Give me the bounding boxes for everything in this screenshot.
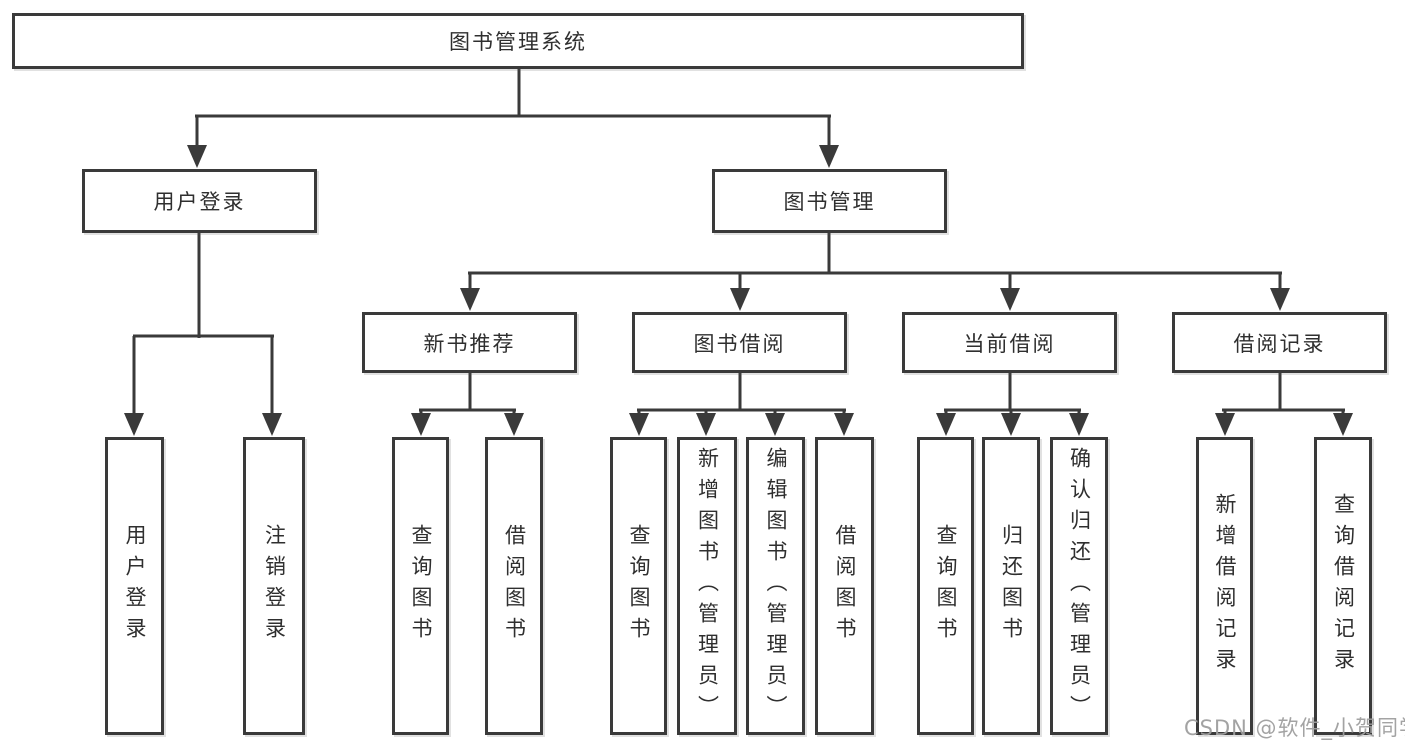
arrow-down-icon [819, 145, 839, 168]
arrow-down-icon [1333, 413, 1353, 436]
arrow-down-icon [460, 288, 480, 311]
leaf-label: 归还图书 [999, 524, 1024, 648]
node-label: 借阅记录 [1233, 331, 1326, 356]
connector-path [132, 68, 1345, 415]
leaf-add-borrow-record: 新增借阅记录 [1196, 437, 1253, 735]
leaf-label: 注销登录 [262, 524, 287, 648]
leaf-query-books-recommend: 查询图书 [392, 437, 449, 735]
connector-path-group [132, 68, 1345, 415]
arrow-down-icon [765, 413, 785, 436]
leaf-confirm-return-admin: 确认归还（管理员） [1050, 437, 1108, 735]
node-new-book-recommendation: 新书推荐 [362, 312, 577, 373]
arrow-down-icon [834, 413, 854, 436]
arrow-down-icon [504, 413, 524, 436]
node-label: 用户登录 [153, 190, 246, 214]
leaf-label: 查询图书 [627, 524, 651, 648]
leaf-label: 借阅图书 [833, 524, 857, 648]
arrow-down-icon [1001, 413, 1021, 436]
node-label: 图书管理系统 [449, 30, 587, 54]
arrow-down-icon [1215, 413, 1235, 436]
node-borrowing-records: 借阅记录 [1172, 312, 1387, 373]
leaf-add-books-admin: 新增图书（管理员） [677, 437, 737, 735]
node-label: 图书管理 [783, 190, 876, 214]
node-user-login: 用户登录 [82, 169, 317, 233]
arrow-down-icon [1000, 288, 1020, 311]
arrow-down-icon [124, 413, 144, 436]
leaf-label: 用户登录 [123, 524, 147, 648]
leaf-label: 编辑图书（管理员） [764, 446, 788, 726]
arrow-down-icon [411, 413, 431, 436]
leaf-label: 查询借阅记录 [1331, 493, 1356, 679]
arrow-down-icon [187, 145, 207, 168]
arrow-down-icon [936, 413, 956, 436]
leaf-return-books: 归还图书 [982, 437, 1040, 735]
leaf-borrow-books-recommend: 借阅图书 [485, 437, 543, 735]
leaf-label: 新增图书（管理员） [695, 446, 720, 726]
leaf-query-books-current: 查询图书 [917, 437, 974, 735]
leaf-borrow-books: 借阅图书 [815, 437, 874, 735]
leaf-logout: 注销登录 [243, 437, 305, 735]
leaf-user-login: 用户登录 [105, 437, 164, 735]
node-label: 新书推荐 [423, 331, 516, 356]
arrow-down-icon [696, 413, 716, 436]
node-current-borrowing: 当前借阅 [902, 312, 1117, 373]
arrow-down-icon [1270, 288, 1290, 311]
node-label: 图书借阅 [693, 331, 786, 356]
leaf-label: 查询图书 [934, 524, 958, 648]
leaf-edit-books-admin: 编辑图书（管理员） [746, 437, 805, 735]
arrow-down-icon [629, 413, 649, 436]
leaf-query-borrow-record: 查询借阅记录 [1314, 437, 1372, 735]
leaf-label: 查询图书 [409, 524, 433, 648]
csdn-watermark: CSDN @软件_小贺同学 [1184, 716, 1405, 740]
leaf-label: 确认归还（管理员） [1067, 446, 1092, 726]
arrow-down-icon [1069, 413, 1089, 436]
leaf-query-books-borrowing: 查询图书 [610, 437, 667, 735]
node-root-system: 图书管理系统 [12, 13, 1024, 69]
node-book-management: 图书管理 [712, 169, 947, 233]
leaf-label: 借阅图书 [502, 524, 527, 648]
node-label: 当前借阅 [963, 331, 1056, 356]
arrow-down-icon [262, 413, 282, 436]
arrow-down-icon [730, 288, 750, 311]
leaf-label: 新增借阅记录 [1213, 493, 1237, 679]
node-book-borrowing: 图书借阅 [632, 312, 847, 373]
